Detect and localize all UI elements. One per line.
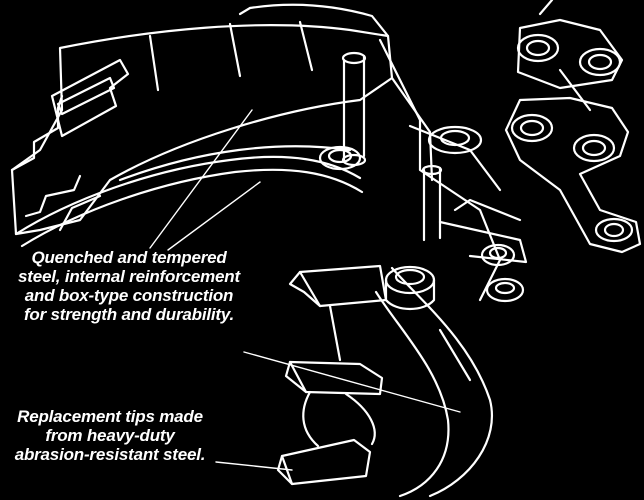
leader-lines <box>149 109 461 471</box>
steel-leader-line-c <box>243 351 461 413</box>
steel-leader-line-a <box>149 109 253 249</box>
callout-line: for strength and durability. <box>23 305 235 324</box>
callout-line: Quenched and tempered <box>31 248 227 267</box>
callout-line: abrasion-resistant steel. <box>14 445 206 464</box>
grapple-frame <box>318 38 528 303</box>
linkage-plate <box>504 0 642 254</box>
callout-line: Replacement tips made <box>17 407 203 426</box>
upper-jaw <box>10 3 394 248</box>
tips-leader-line <box>215 461 293 471</box>
replacement-tips-callout: Replacement tips made from heavy-duty ab… <box>4 407 216 464</box>
callout-line: and box-type construction <box>24 286 234 305</box>
lower-jaw <box>276 264 493 498</box>
callout-line: from heavy-duty <box>45 426 175 445</box>
steel-leader-line-b <box>167 181 261 251</box>
callout-line: steel, internal reinforcement <box>18 267 240 286</box>
hinge-pin <box>341 51 367 167</box>
steel-construction-callout: Quenched and tempered steel, internal re… <box>4 248 254 324</box>
